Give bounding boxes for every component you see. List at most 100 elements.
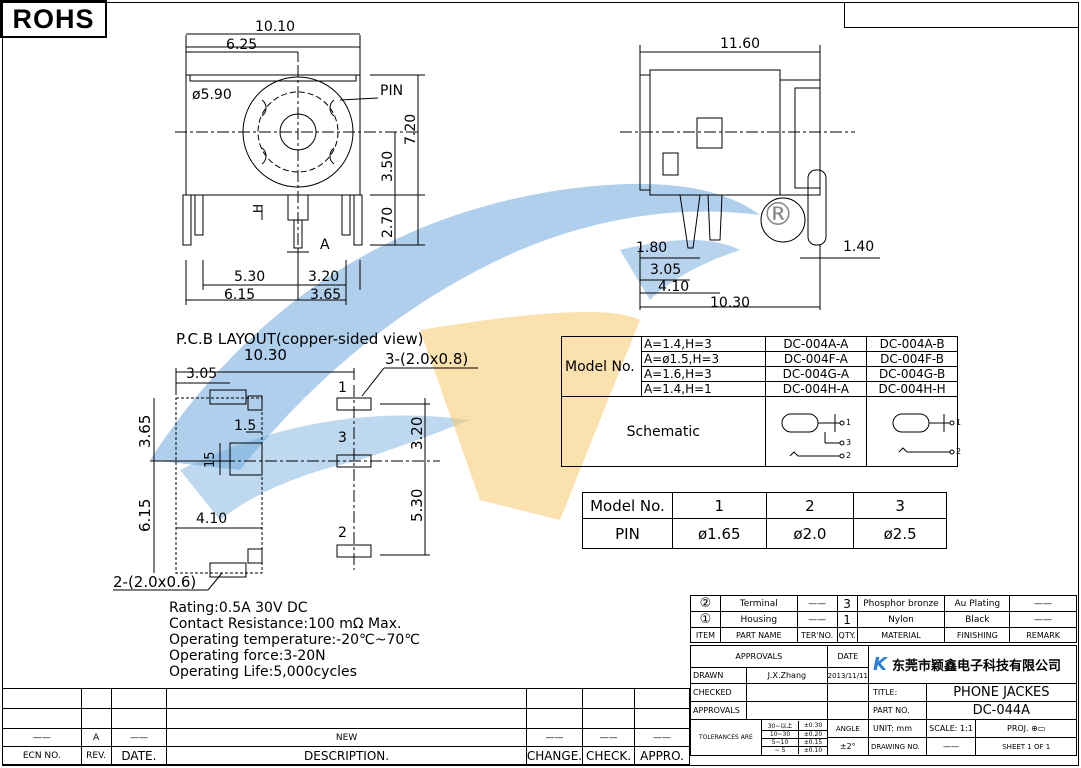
tolerance-table: 30~以上±0.30 10~30±0.20 5~10±0.15 ~ 5±0.10 — [760, 719, 828, 756]
pin-cell: ø2.0 — [765, 518, 855, 549]
spec-line: Operating temperature:-20℃~70℃ — [169, 632, 421, 648]
rev-empty — [80, 708, 112, 729]
rev-desc: NEW — [166, 728, 527, 747]
drawn-label: DRAWN — [689, 667, 748, 684]
pcb-pad-2: 2 — [338, 525, 347, 541]
pin-cell: PIN — [582, 518, 673, 549]
rev-header: DESCRIPTION. — [166, 746, 527, 765]
bom-cell: Black — [944, 611, 1011, 628]
bom-cell: Au Plating — [944, 595, 1011, 612]
side-dim-305: 3.05 — [650, 262, 682, 278]
sheet-label: SHEET 1 OF 1 — [975, 737, 1077, 756]
rev-change: —— — [525, 728, 584, 747]
bom-header: TER'NO. — [796, 627, 838, 643]
rev-letter: A — [80, 728, 112, 747]
pin-header: Model No. — [582, 492, 673, 519]
side-dim-1030: 10.30 — [710, 295, 751, 311]
pin-label: PIN — [380, 83, 404, 99]
bom-header: MATERIAL — [856, 627, 946, 643]
dim-width: 10.10 — [255, 19, 296, 35]
title-label: TITLE: — [867, 683, 927, 702]
bom-cell: Nylon — [856, 611, 946, 628]
scale-label: SCALE: 1:1 — [925, 719, 977, 738]
model-table: Model No. A=1.4,H=3 DC-004A-A DC-004A-B … — [561, 336, 958, 467]
tol-cell: ~ 5 — [761, 746, 800, 754]
bom-cell: ① — [690, 611, 721, 628]
pin-header: 3 — [853, 492, 947, 519]
sch-label-1b: 1 — [956, 418, 962, 427]
tol-cell: ±0.15 — [798, 738, 827, 747]
dim-b2: 3.20 — [308, 269, 340, 285]
revision-block: —— A —— NEW —— —— —— ECN NO. REV. DATE. … — [2, 688, 690, 765]
spec-line: Contact Resistance:100 mΩ Max. — [169, 616, 402, 632]
tolerance-subtable: 30~以上±0.30 10~30±0.20 5~10±0.15 ~ 5±0.10 — [761, 721, 827, 754]
part-label: PART NO. — [867, 701, 927, 720]
rev-header: APPRO. — [634, 746, 690, 765]
approvals-by — [746, 701, 828, 720]
tol-cell: 10~30 — [761, 730, 800, 739]
drawing-no-label: DRAWING NO. — [867, 737, 927, 756]
rev-header: ECN NO. — [2, 746, 82, 765]
pcb-dim-15a: 1.5 — [234, 418, 257, 434]
company-cell: K 东莞市颖鑫电子科技有限公司 — [867, 645, 1078, 684]
bom-cell: —— — [796, 595, 838, 612]
top-right-box — [844, 2, 1079, 28]
schematic-a — [764, 396, 868, 467]
rev-empty — [166, 688, 527, 709]
rev-header: CHANGE. — [525, 746, 584, 765]
sch-label-3: 3 — [846, 438, 852, 447]
checked-by — [746, 683, 828, 702]
dim-offset: 6.25 — [226, 37, 258, 53]
angle-value: ±2° — [826, 737, 869, 756]
title-value: PHONE JACKES — [925, 683, 1078, 702]
side-dim-410: 4.10 — [658, 279, 690, 295]
drawn-date: 2013/11/11 — [826, 667, 869, 684]
pcb-title: P.C.B LAYOUT(copper-sided view) — [176, 330, 424, 348]
tol-cell: ±0.30 — [798, 721, 827, 731]
approvals-label: APPROVALS — [690, 645, 828, 668]
rev-empty — [634, 708, 690, 729]
rev-date: —— — [110, 728, 168, 747]
label-a: A — [320, 237, 330, 253]
date-label: DATE — [826, 645, 869, 668]
rev-empty — [2, 708, 82, 729]
rohs-label: ROHS — [0, 0, 107, 38]
pin-header: 2 — [765, 492, 855, 519]
bom-cell: —— — [796, 611, 838, 628]
rev-empty — [634, 688, 690, 709]
rev-header: DATE. — [110, 746, 168, 765]
bom-header: PART NAME — [719, 627, 798, 643]
bom-cell: Phosphor bronze — [856, 595, 946, 612]
tol-cell: 5~10 — [761, 738, 800, 747]
rev-ecn: —— — [2, 728, 82, 747]
drawn-by: J.X.Zhang — [746, 667, 828, 684]
side-dim-140: 1.40 — [843, 239, 875, 255]
bom-header: ITEM — [690, 627, 721, 643]
rev-empty — [110, 688, 168, 709]
rev-empty — [582, 708, 636, 729]
dim-b1: 5.30 — [234, 269, 266, 285]
sch-label-2b: 2 — [956, 447, 962, 456]
bom-cell: —— — [1009, 611, 1077, 628]
part-value: DC-044A — [925, 701, 1078, 720]
rev-header: REV. — [80, 746, 112, 765]
rev-header: CHECK. — [582, 746, 636, 765]
rev-empty — [80, 688, 112, 709]
pcb-slot2: 2-(2.0x0.6) — [113, 573, 197, 591]
rev-empty — [2, 688, 82, 709]
pcb-pad-1: 1 — [338, 380, 347, 396]
title-block: APPROVALS DATE K 东莞市颖鑫电子科技有限公司 DRAWN J.X… — [689, 645, 1078, 756]
pcb-dim-305: 3.05 — [186, 366, 218, 382]
unit-label: UNIT: mm — [867, 719, 927, 738]
specifications: Rating:0.5A 30V DC Contact Resistance:10… — [169, 600, 420, 680]
bom-cell: 3 — [836, 595, 858, 612]
tol-cell: ±0.10 — [803, 747, 823, 754]
rev-empty — [525, 708, 584, 729]
pin-header: 1 — [671, 492, 767, 519]
angle-label: ANGLE — [826, 719, 869, 738]
sch-label-2: 2 — [846, 451, 852, 460]
dim-b3: 6.15 — [224, 287, 256, 303]
